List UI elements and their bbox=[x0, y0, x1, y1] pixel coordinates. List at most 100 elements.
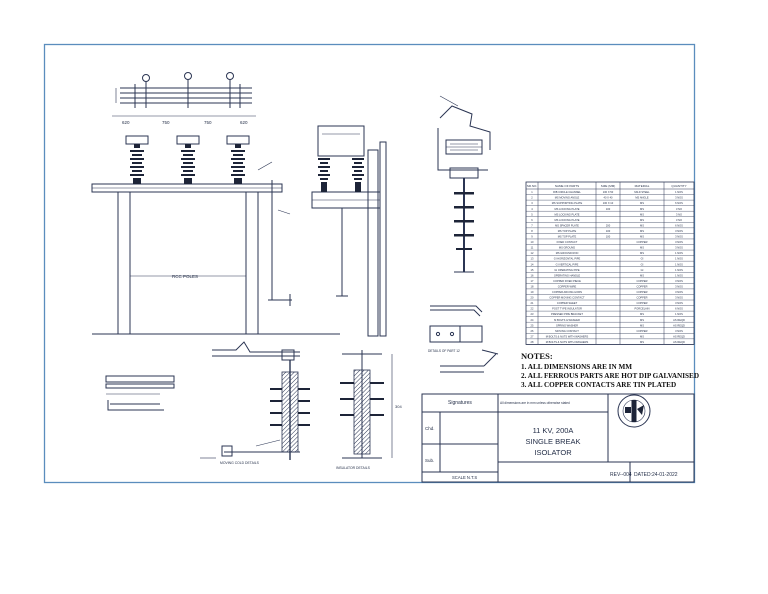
bom-cell: RIB CIRCLE CHANNEL bbox=[553, 190, 581, 194]
bom-cell: M BOLTS & NUTS WITH WASHERS bbox=[546, 334, 589, 338]
bom-cell: AS REQD bbox=[673, 334, 685, 338]
bom-cell: 1 bbox=[531, 190, 533, 194]
bom-cell: MS bbox=[640, 223, 644, 227]
bom-cell: MS bbox=[640, 312, 644, 316]
bom-cell: 3 NOS bbox=[675, 235, 683, 239]
sheet-border bbox=[43, 43, 696, 484]
part-detail bbox=[429, 305, 499, 373]
bom-cell: MS bbox=[640, 323, 644, 327]
bom-cell: GI VERTICAL PIPE bbox=[556, 262, 579, 266]
note-1: 1. ALL DIMENSIONS ARE IN MM bbox=[521, 363, 632, 371]
bom-cell: AS REQD bbox=[673, 323, 685, 327]
bom-cell: MS bbox=[640, 246, 644, 250]
bom-cell: 7 bbox=[531, 223, 533, 227]
bom-cell: 1 NOS bbox=[675, 190, 683, 194]
notes-heading: NOTES: bbox=[521, 351, 553, 361]
bom-cell: MS bbox=[640, 318, 644, 322]
bom-header: NAME OF PARTS bbox=[555, 184, 579, 188]
bom-cell: 24 bbox=[531, 318, 534, 322]
bom-cell: 11 bbox=[531, 246, 534, 250]
bom-cell: MS bbox=[640, 235, 644, 239]
bom-cell: MS LOCKING PLATE bbox=[554, 218, 579, 222]
bom-cell: COPPER FIXED PIECE bbox=[553, 279, 581, 283]
bom-header: QUANTITY bbox=[671, 184, 686, 188]
bom-cell: 6 NOS bbox=[675, 201, 683, 205]
operating-mechanism bbox=[200, 341, 300, 460]
bom-cell: MS bbox=[640, 334, 644, 338]
bom-cell: MS bbox=[640, 207, 644, 211]
bom-cell: 1 NOS bbox=[675, 262, 683, 266]
bom-cell: 10 bbox=[531, 240, 534, 244]
bom-cell: 200 bbox=[606, 223, 611, 227]
bom-cell: 6 NOS bbox=[675, 307, 683, 311]
bom-cell: 3 NOS bbox=[675, 301, 683, 305]
bom-cell: MS bbox=[640, 229, 644, 233]
title-block bbox=[421, 393, 695, 483]
lower-left-detail bbox=[105, 375, 175, 411]
bom-cell: POST TYPE INSULATOR bbox=[552, 307, 582, 311]
bom-header: MATERIAL bbox=[635, 184, 650, 188]
title-line-2: SINGLE BREAK bbox=[525, 437, 580, 446]
bom-cell: OPERATING HANDLE bbox=[554, 273, 581, 277]
bom-cell: COPPER bbox=[637, 279, 648, 283]
bom-cell: 3 NOS bbox=[675, 279, 683, 283]
insulator-details-label: INSULATOR DETAILS bbox=[336, 466, 371, 470]
bom-cell: PORCELAIN bbox=[635, 307, 650, 311]
title-line-1: 11 KV, 200A bbox=[533, 426, 574, 435]
side-insulator-1 bbox=[318, 158, 330, 192]
bom-cell: COPPER WIRE bbox=[558, 284, 577, 288]
bom-cell: M BOLTS & WASHER bbox=[554, 318, 580, 322]
bom-cell: GI bbox=[641, 262, 644, 266]
bom-cell: 3 bbox=[531, 201, 533, 205]
bom-cell: 4 bbox=[531, 207, 533, 211]
bom-cell: 3 NOS bbox=[675, 296, 683, 300]
bom-cell: MOVING CONTACT bbox=[555, 329, 579, 333]
bom-cell: 100 bbox=[606, 235, 611, 239]
bom-cell: GI OPERATING PIPE bbox=[554, 268, 579, 272]
details-of-part-label: DETAILS OF PART 12 bbox=[428, 349, 460, 353]
note-2: 2. ALL FERROUS PARTS ARE HOT DIP GALVANI… bbox=[521, 372, 699, 380]
bom-cell: 28 bbox=[531, 340, 534, 344]
bom-cell: MS GROUND bbox=[559, 246, 575, 250]
bom-cell: COPPER SHEET bbox=[557, 301, 578, 305]
phase-insulator-2 bbox=[176, 135, 200, 184]
single-pole-insulator bbox=[454, 192, 474, 250]
side-insulator-2 bbox=[352, 158, 364, 192]
scale-label: SCALE N.T.S bbox=[452, 475, 477, 480]
bom-cell: 3 NO bbox=[676, 218, 682, 222]
bom-cell: 2 bbox=[531, 196, 533, 200]
bom-cell: MS TOP PLATE bbox=[558, 235, 577, 239]
date-label: DATED:24-01-2022 bbox=[634, 472, 678, 478]
bom-cell: 19 bbox=[531, 290, 534, 294]
bom-cell: SPRING WASHER bbox=[556, 323, 578, 327]
bom-cell: 21 bbox=[531, 301, 534, 305]
bom-cell: 40 X 40 bbox=[604, 196, 613, 200]
bom-cell: 3 NOS bbox=[675, 240, 683, 244]
bom-cell: 100 X 50 bbox=[603, 190, 614, 194]
bom-header: SIZE (MM) bbox=[601, 184, 616, 188]
bom-cell: 27 bbox=[531, 334, 534, 338]
bom-cell: 100 X 10 bbox=[603, 201, 614, 205]
bom-cell: MS TOP PLATE bbox=[558, 229, 577, 233]
note-3: 3. ALL COPPER CONTACTS ARE TIN PLATED bbox=[521, 381, 676, 389]
bom-cell: 25 bbox=[531, 323, 534, 327]
bom-cell: 3 NOS bbox=[675, 329, 683, 333]
row-label-sub: Sub. bbox=[425, 458, 434, 463]
bom-cell: COPPER ARCING HORN bbox=[552, 290, 582, 294]
bom-cell: 8 bbox=[531, 229, 533, 233]
dim-mid1: 750 bbox=[162, 120, 170, 125]
bom-cell: 18 bbox=[531, 284, 534, 288]
single-pole-assembly bbox=[437, 95, 491, 273]
bom-cell: 3 NOS bbox=[675, 290, 683, 294]
dim-vertical: 304 bbox=[395, 404, 402, 409]
rcc-poles-label: RCC POLES bbox=[172, 274, 198, 279]
top-view bbox=[112, 72, 256, 117]
dim-right: 620 bbox=[240, 120, 248, 125]
bom-cell: 15 bbox=[531, 268, 534, 272]
insulator-detail-sheds bbox=[340, 382, 384, 416]
bom-cell: MS bbox=[640, 201, 644, 205]
bom-cell: COPPER bbox=[637, 329, 648, 333]
bom-cell: 3 NO bbox=[676, 212, 682, 216]
bom-cell: COPPER bbox=[637, 296, 648, 300]
